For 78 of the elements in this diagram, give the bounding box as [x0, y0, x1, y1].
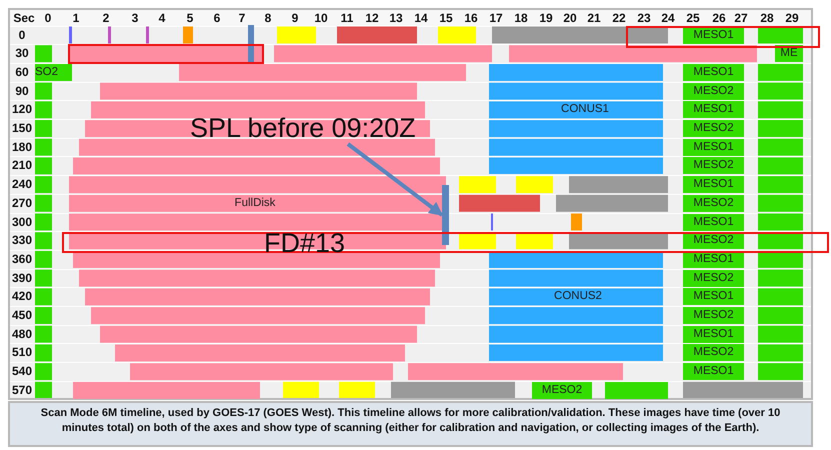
scan-bar: SO2 — [35, 64, 72, 81]
column-label: 11 — [340, 10, 354, 27]
row-label: 540 — [10, 363, 34, 380]
annotation-text: SPL before 09:20Z — [190, 112, 416, 143]
row-label: 570 — [10, 382, 34, 399]
column-label: 20 — [562, 10, 578, 27]
row-label: 30 — [14, 45, 30, 62]
row-label: 150 — [10, 120, 34, 137]
meso-scan-bar: MESO2 — [683, 82, 744, 100]
scan-bar — [605, 382, 668, 399]
meso-scan-bar: MESO2 — [683, 194, 744, 212]
row-label: 360 — [10, 250, 34, 268]
row-label: 0 — [18, 26, 26, 44]
column-label: 12 — [364, 10, 380, 27]
block-label: CONUS2 — [553, 289, 603, 304]
meso-scan-bar: MESO2 — [683, 270, 744, 287]
meso-scan-bar: MESO1 — [683, 64, 744, 81]
meso-scan-bar: MESO2 — [532, 382, 592, 399]
row-label: 180 — [10, 138, 34, 156]
column-label: 0 — [44, 10, 52, 27]
row-label: 210 — [10, 157, 34, 174]
column-label: 3 — [130, 10, 140, 27]
column-label: 1 — [72, 10, 80, 27]
row-label: 450 — [10, 307, 34, 324]
column-label: 17 — [488, 10, 504, 27]
block-label: FullDisk — [234, 196, 276, 211]
column-label: 6 — [212, 10, 222, 27]
row-label: 120 — [10, 101, 34, 118]
meso-scan-bar: MESO2 — [683, 157, 744, 174]
meso-scan-bar: MESO1 — [683, 138, 744, 156]
column-label: 10 — [313, 10, 329, 27]
row-label: 390 — [10, 270, 34, 287]
row-label: 300 — [10, 214, 34, 230]
meso-scan-bar: MESO1 — [683, 326, 744, 343]
column-label: 14 — [413, 10, 429, 27]
row-label: 420 — [10, 288, 34, 306]
column-label: 18 — [513, 10, 529, 27]
block-label: CONUS1 — [560, 102, 610, 118]
column-label: 4 — [158, 10, 166, 27]
row-label: 240 — [10, 176, 34, 194]
column-label: 2 — [102, 10, 110, 27]
column-label: 22 — [611, 10, 627, 27]
column-label: 8 — [264, 10, 272, 27]
column-label: 9 — [290, 10, 300, 27]
column-label: 28 — [759, 10, 775, 27]
meso-scan-bar: MESO1 — [683, 214, 744, 230]
highlight-box — [62, 232, 829, 253]
meso-scan-bar: MESO1 — [683, 363, 744, 380]
row-label: 60 — [14, 64, 30, 81]
column-label: 5 — [186, 10, 194, 27]
column-label: 27 — [733, 10, 749, 27]
row-label: 510 — [10, 344, 34, 362]
row-label: 330 — [10, 232, 34, 250]
column-label: 15 — [438, 10, 454, 27]
meso-scan-bar: MESO1 — [683, 176, 744, 194]
row-label: 480 — [10, 326, 34, 343]
meso-scan-bar: MESO2 — [683, 344, 744, 362]
annotation-text: FD#13 — [264, 228, 346, 258]
axis-label: Sec — [12, 10, 36, 27]
column-label: 23 — [636, 10, 652, 27]
column-label: 13 — [388, 10, 404, 27]
meso-scan-bar: MESO2 — [683, 307, 744, 324]
marker-bar — [442, 184, 449, 245]
caption: Scan Mode 6M timeline, used by GOES-17 (GOES West). This timeline allows for more calibration/validation. These images have time (over 10 minutes total) on both of the axes and show type of scanning (either for calibration and navigation, or collecting images of the Earth). — [8, 401, 813, 447]
column-label: 16 — [463, 10, 479, 27]
column-label: 26 — [711, 10, 727, 27]
arrow — [346, 142, 444, 217]
column-label: 29 — [784, 10, 800, 27]
row-label: 270 — [10, 194, 34, 212]
column-label: 19 — [538, 10, 554, 27]
meso-scan-bar: MESO2 — [683, 120, 744, 137]
row-label: 90 — [14, 82, 30, 100]
column-label: 24 — [660, 10, 676, 27]
column-label: 7 — [238, 10, 246, 27]
column-label: 25 — [685, 10, 701, 27]
meso-scan-bar: MESO1 — [683, 288, 744, 306]
column-label: 21 — [586, 10, 602, 27]
meso-scan-bar: MESO1 — [683, 101, 744, 118]
